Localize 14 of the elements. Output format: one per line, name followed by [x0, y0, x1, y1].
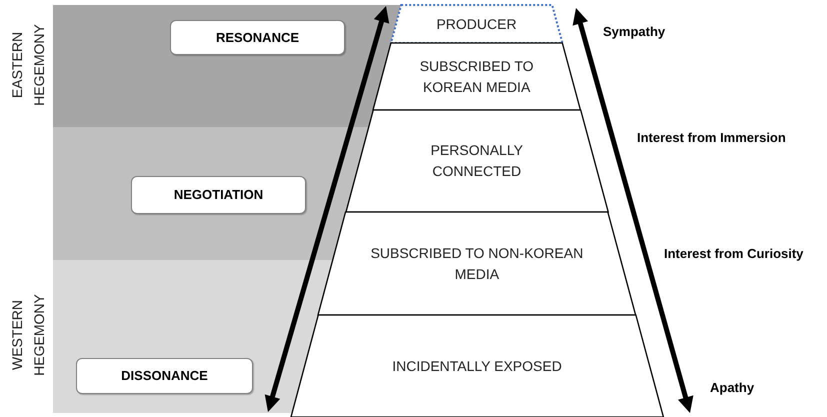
pyramid-layer: SUBSCRIBED TO NON-KOREAN MEDIA	[318, 212, 636, 315]
scale-label: Interest from Curiosity	[664, 246, 804, 262]
pyramid-layer: PERSONALLY CONNECTED	[346, 110, 608, 212]
scale-label: Interest from Immersion	[637, 130, 786, 146]
stage-box: DISSONANCE	[76, 358, 253, 394]
stage-box: NEGOTIATION	[131, 176, 306, 214]
axis-label: WESTERN HEGEMONY	[8, 293, 48, 378]
axis-label: EASTERN HEGEMONY	[8, 23, 48, 108]
scale-label: Sympathy	[603, 24, 666, 40]
scale-label: Apathy	[710, 380, 754, 396]
stage-box: RESONANCE	[170, 20, 345, 55]
pyramid-layer: INCIDENTALLY EXPOSED	[290, 315, 664, 417]
pyramid-layer: PRODUCER	[390, 5, 562, 43]
pyramid-layer: SUBSCRIBED TO KOREAN MEDIA	[372, 43, 580, 110]
